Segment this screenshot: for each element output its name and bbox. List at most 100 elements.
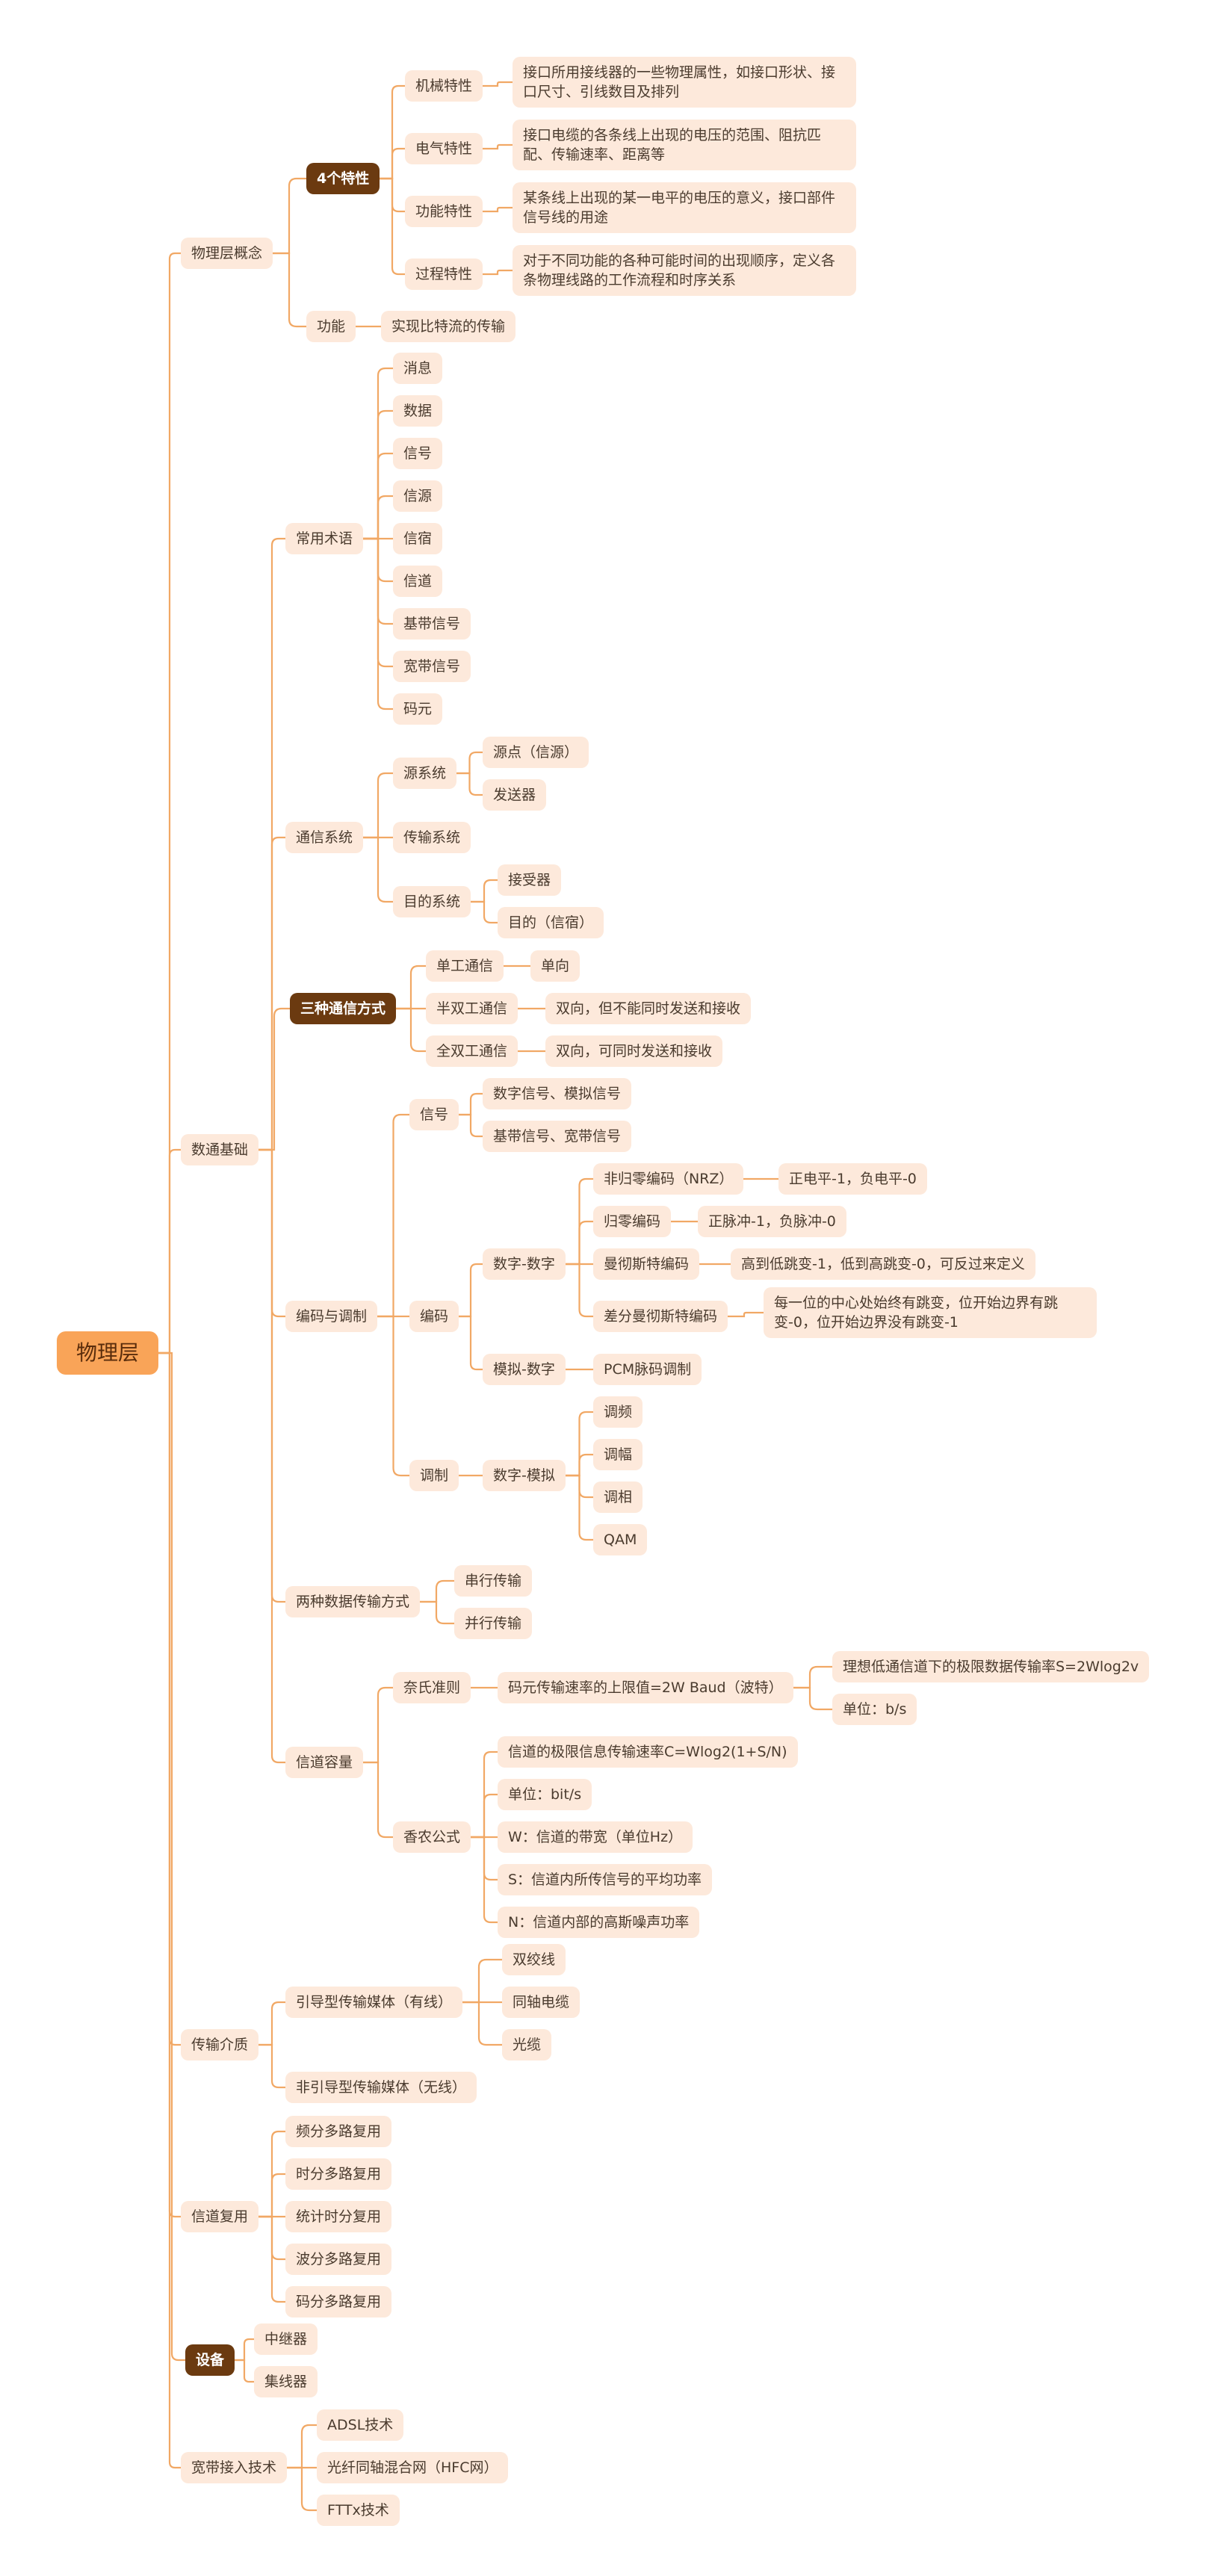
term-item[interactable]: 信号 [393,438,443,469]
node-mux-item[interactable]: 时分多路复用 [285,2158,392,2190]
node-nrz-desc[interactable]: 正电平-1，负电平-0 [778,1163,927,1195]
connector-line [158,1352,181,2469]
node-signal-1[interactable]: 数字信号、模拟信号 [483,1078,632,1109]
node-modulate[interactable]: 调制 [409,1460,459,1491]
node-elec[interactable]: 电气特性 [405,133,483,164]
root-node[interactable]: 物理层 [57,1331,159,1375]
term-item[interactable]: 码元 [393,693,443,725]
node-receiver[interactable]: 接受器 [498,864,562,896]
connector-line [459,1315,483,1371]
term-item[interactable]: 信源 [393,480,443,512]
node-unguided[interactable]: 非引导型传输媒体（无线） [285,2072,477,2103]
node-diff-manchester-desc[interactable]: 每一位的中心处始终有跳变，位开始边界有跳变-0，位开始边界没有跳变-1 [764,1287,1097,1338]
node-shannon-5[interactable]: N：信道内部的高斯噪声功率 [498,1907,700,1938]
node-coax[interactable]: 同轴电缆 [502,1987,581,2018]
node-nyquist-unit[interactable]: 单位：b/s [832,1694,917,1725]
node-codec[interactable]: 编码与调制 [285,1301,378,1332]
node-mux-item[interactable]: 频分多路复用 [285,2116,392,2147]
connector-line [363,772,393,839]
node-shannon-3[interactable]: W：信道的带宽（单位Hz） [498,1821,693,1853]
node-manchester[interactable]: 曼彻斯特编码 [593,1248,700,1280]
node-a2d[interactable]: 模拟-数字 [483,1354,566,1385]
node-func-desc[interactable]: 某条线上出现的某一电平的电压的意义，接口部件信号线的用途 [513,182,856,233]
node-simplex-desc[interactable]: 单向 [530,950,581,982]
node-signal-2[interactable]: 基带信号、宽带信号 [483,1121,632,1152]
node-basics[interactable]: 数通基础 [181,1134,259,1165]
node-mech[interactable]: 机械特性 [405,70,483,102]
node-transfer[interactable]: 两种数据传输方式 [285,1586,421,1617]
node-full-duplex[interactable]: 全双工通信 [426,1035,518,1067]
term-item[interactable]: 基带信号 [393,608,471,640]
node-nyquist-max[interactable]: 理想低通信道下的极限数据传输率S=2Wlog2v [832,1651,1150,1682]
node-encode[interactable]: 编码 [409,1301,459,1332]
node-signal[interactable]: 信号 [409,1099,459,1130]
node-d2d[interactable]: 数字-数字 [483,1248,566,1280]
node-rz-desc[interactable]: 正脉冲-1，负脉冲-0 [698,1206,846,1237]
node-dst-point[interactable]: 目的（信宿） [498,907,604,938]
node-media[interactable]: 传输介质 [181,2029,259,2061]
node-half-duplex-desc[interactable]: 双向，但不能同时发送和接收 [545,993,752,1024]
node-broadband-item[interactable]: ADSL技术 [317,2409,404,2441]
node-pcm[interactable]: PCM脉码调制 [593,1354,702,1385]
node-src-point[interactable]: 源点（信源） [483,737,589,768]
node-trans-system[interactable]: 传输系统 [393,822,471,853]
node-func[interactable]: 功能特性 [405,196,483,227]
node-diff-manchester[interactable]: 差分曼彻斯特编码 [593,1301,728,1332]
node-four-properties[interactable]: 4个特性 [306,163,380,194]
connector-line [377,1315,409,1477]
node-guided[interactable]: 引导型传输媒体（有线） [285,1987,463,2018]
node-capacity[interactable]: 信道容量 [285,1747,364,1778]
node-mux-item[interactable]: 波分多路复用 [285,2244,392,2275]
term-item[interactable]: 消息 [393,353,443,384]
node-src-system[interactable]: 源系统 [393,758,457,789]
node-serial[interactable]: 串行传输 [454,1565,533,1597]
node-device-item[interactable]: 集线器 [254,2366,318,2397]
node-am[interactable]: 调幅 [593,1439,643,1470]
node-shannon[interactable]: 香农公式 [393,1821,471,1853]
node-concept[interactable]: 物理层概念 [181,238,273,269]
node-mux-item[interactable]: 统计时分复用 [285,2201,392,2232]
node-device-item[interactable]: 中继器 [254,2323,318,2355]
node-rz[interactable]: 归零编码 [593,1206,672,1237]
node-nyquist-limit[interactable]: 码元传输速率的上限值=2W Baud（波特） [498,1672,793,1703]
term-item[interactable]: 数据 [393,395,443,427]
node-devices[interactable]: 设备 [185,2344,235,2376]
node-twisted[interactable]: 双绞线 [502,1944,566,1975]
node-broadband[interactable]: 宽带接入技术 [181,2452,288,2483]
term-item[interactable]: 信宿 [393,523,443,554]
node-function[interactable]: 功能 [306,311,356,342]
node-mux-item[interactable]: 码分多路复用 [285,2286,392,2318]
node-shannon-1[interactable]: 信道的极限信息传输速率C=Wlog2(1+S/N) [498,1736,798,1768]
node-fiber[interactable]: 光缆 [502,2029,552,2061]
node-nyquist[interactable]: 奈氏准则 [393,1672,471,1703]
node-nrz[interactable]: 非归零编码（NRZ） [593,1163,744,1195]
node-mech-desc[interactable]: 接口所用接线器的一些物理属性，如接口形状、接口尺寸、引线数目及排列 [513,57,856,108]
node-comm[interactable]: 通信系统 [285,822,364,853]
node-dst-system[interactable]: 目的系统 [393,886,471,917]
connector-line [235,2338,254,2362]
node-full-duplex-desc[interactable]: 双向，可同时发送和接收 [545,1035,723,1067]
term-item[interactable]: 信道 [393,566,443,597]
node-shannon-4[interactable]: S：信道内所传信号的平均功率 [498,1864,713,1895]
node-half-duplex[interactable]: 半双工通信 [426,993,518,1024]
node-manchester-desc[interactable]: 高到低跳变-1，低到高跳变-0，可反过来定义 [731,1248,1035,1280]
node-shannon-2[interactable]: 单位：bit/s [498,1779,592,1810]
node-terms[interactable]: 常用术语 [285,523,364,554]
term-item[interactable]: 宽带信号 [393,651,471,682]
node-sender[interactable]: 发送器 [483,779,547,811]
node-elec-desc[interactable]: 接口电缆的各条线上出现的电压的范围、阻抗匹配、传输速率、距离等 [513,120,856,170]
node-broadband-item[interactable]: FTTx技术 [317,2495,400,2526]
node-parallel[interactable]: 并行传输 [454,1608,533,1639]
node-simplex[interactable]: 单工通信 [426,950,504,982]
node-qam[interactable]: QAM [593,1524,648,1555]
node-pm[interactable]: 调相 [593,1481,643,1513]
node-broadband-item[interactable]: 光纤同轴混合网（HFC网） [317,2452,509,2483]
connector-line [459,1113,483,1138]
node-fm[interactable]: 调频 [593,1396,643,1428]
node-d2a[interactable]: 数字-模拟 [483,1460,566,1491]
node-proc[interactable]: 过程特性 [405,258,483,290]
node-proc-desc[interactable]: 对于不同功能的各种可能时间的出现顺序，定义各条物理线路的工作流程和时序关系 [513,245,856,296]
node-mux[interactable]: 信道复用 [181,2201,259,2232]
node-function-desc[interactable]: 实现比特流的传输 [381,311,516,342]
node-modes[interactable]: 三种通信方式 [290,993,397,1024]
